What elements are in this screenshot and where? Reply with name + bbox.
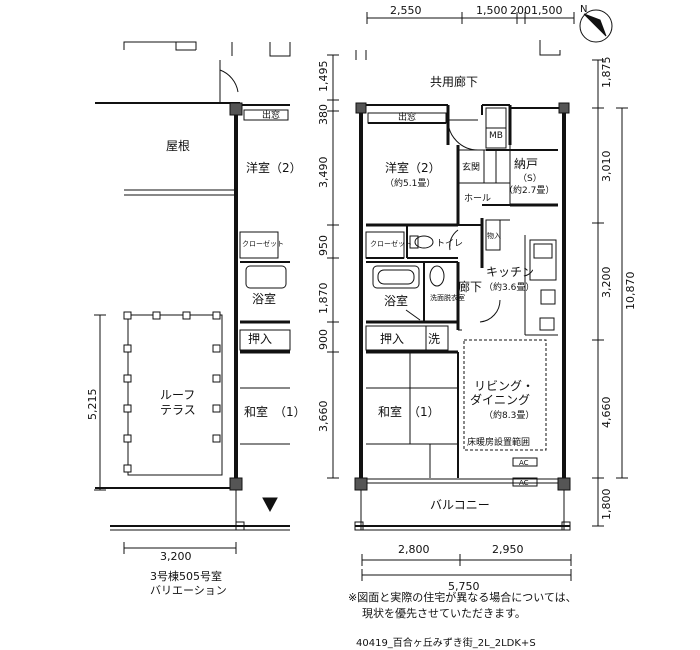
- label-bath: 浴室: [384, 293, 408, 308]
- dim-left-3: 3,490: [317, 157, 330, 189]
- label-living: リビング・: [474, 379, 534, 393]
- label-ac-1: AC: [519, 459, 529, 467]
- label-storage-size: （約2.7畳）: [504, 184, 554, 196]
- label-stock: 物入: [487, 231, 501, 240]
- label-roof-terrace-1: ルーフ: [160, 388, 195, 402]
- dim-right-1: 1,875: [600, 57, 613, 89]
- label-variation-closet: クローゼット: [242, 239, 284, 248]
- label-ac-2: AC: [519, 479, 529, 487]
- dim-variation-width: 3,200: [160, 550, 192, 563]
- label-entrance: 玄関: [462, 161, 480, 173]
- dim-right-3: 3,200: [600, 267, 613, 299]
- dim-right-4: 4,660: [600, 397, 613, 429]
- label-western-room-2-size: （約5.1畳）: [385, 177, 435, 189]
- dim-bottom-left: 2,800: [398, 543, 430, 556]
- dim-bottom-total: 5,750: [448, 580, 480, 593]
- label-floor-heating: 床暖房設置範囲: [467, 436, 530, 448]
- dim-top-2: 1,500: [476, 4, 508, 17]
- label-balcony: バルコニー: [430, 498, 490, 512]
- label-japanese-room-1: 和室 （1）: [378, 404, 440, 419]
- label-common-corridor: 共用廊下: [430, 74, 478, 89]
- label-storage-s: （S）: [518, 173, 542, 184]
- label-roof-terrace-2: テラス: [160, 403, 196, 417]
- disclaimer-line1: ※図面と実際の住宅が異なる場合については、: [348, 591, 577, 604]
- variation-caption-line1: 3号棟505号室: [150, 570, 222, 583]
- label-variation-bath: 浴室: [252, 291, 276, 306]
- dim-variation-height: 5,215: [86, 389, 99, 421]
- dim-bottom-right: 2,950: [492, 543, 524, 556]
- plan-code: 40419_百合ヶ丘みずき街_2L_2LDK+S: [356, 638, 536, 649]
- disclaimer-note: ※図面と実際の住宅が異なる場合については、 現状を優先させていただきます。: [348, 590, 577, 622]
- label-kitchen-size: （約3.6畳）: [484, 281, 534, 293]
- label-mb: MB: [489, 131, 503, 141]
- label-wash: 洗: [428, 332, 440, 346]
- dim-top-3: 200: [510, 4, 531, 17]
- label-toilet: トイレ: [436, 239, 463, 249]
- variation-caption-line2: バリエーション: [150, 584, 227, 597]
- label-closet: クローゼット: [370, 239, 412, 248]
- label-hallway: 廊下: [458, 279, 482, 294]
- dim-top-1: 2,550: [390, 4, 422, 17]
- label-variation-oshiire: 押入: [248, 332, 272, 346]
- label-dining: ダイニング: [470, 392, 530, 407]
- dim-left-7: 3,660: [317, 401, 330, 433]
- dim-right-2: 3,010: [600, 151, 613, 183]
- dim-right-5: 1,800: [600, 489, 613, 521]
- label-variation-western-2: 洋室（2）: [246, 160, 302, 175]
- label-variation-window: 出窓: [262, 109, 280, 121]
- label-oshiire: 押入: [380, 332, 404, 346]
- label-washroom: 洗面脱衣室: [430, 293, 465, 302]
- dim-left-5: 1,870: [317, 283, 330, 315]
- label-variation-japanese-1: 和室 （1）: [244, 404, 306, 419]
- disclaimer-line2: 現状を優先させていただきます。: [362, 607, 526, 620]
- label-western-room-2: 洋室（2）: [385, 160, 441, 175]
- label-variation-roof: 屋根: [166, 139, 190, 153]
- label-hall: ホール: [464, 193, 491, 204]
- compass-north-label: N: [580, 4, 587, 15]
- dim-left-6: 900: [317, 329, 330, 350]
- dim-left-2: 380: [317, 104, 330, 125]
- label-storage: 納戸: [514, 157, 538, 171]
- dim-left-1: 1,495: [317, 61, 330, 93]
- dim-left-4: 950: [317, 235, 330, 256]
- label-living-size: （約8.3畳）: [484, 409, 534, 421]
- label-bay-window: 出窓: [398, 111, 416, 123]
- variation-caption: 3号棟505号室 バリエーション: [150, 570, 227, 598]
- dim-right-total: 10,870: [624, 272, 637, 311]
- label-kitchen: キッチン: [486, 265, 534, 279]
- dim-top-4: 1,500: [531, 4, 563, 17]
